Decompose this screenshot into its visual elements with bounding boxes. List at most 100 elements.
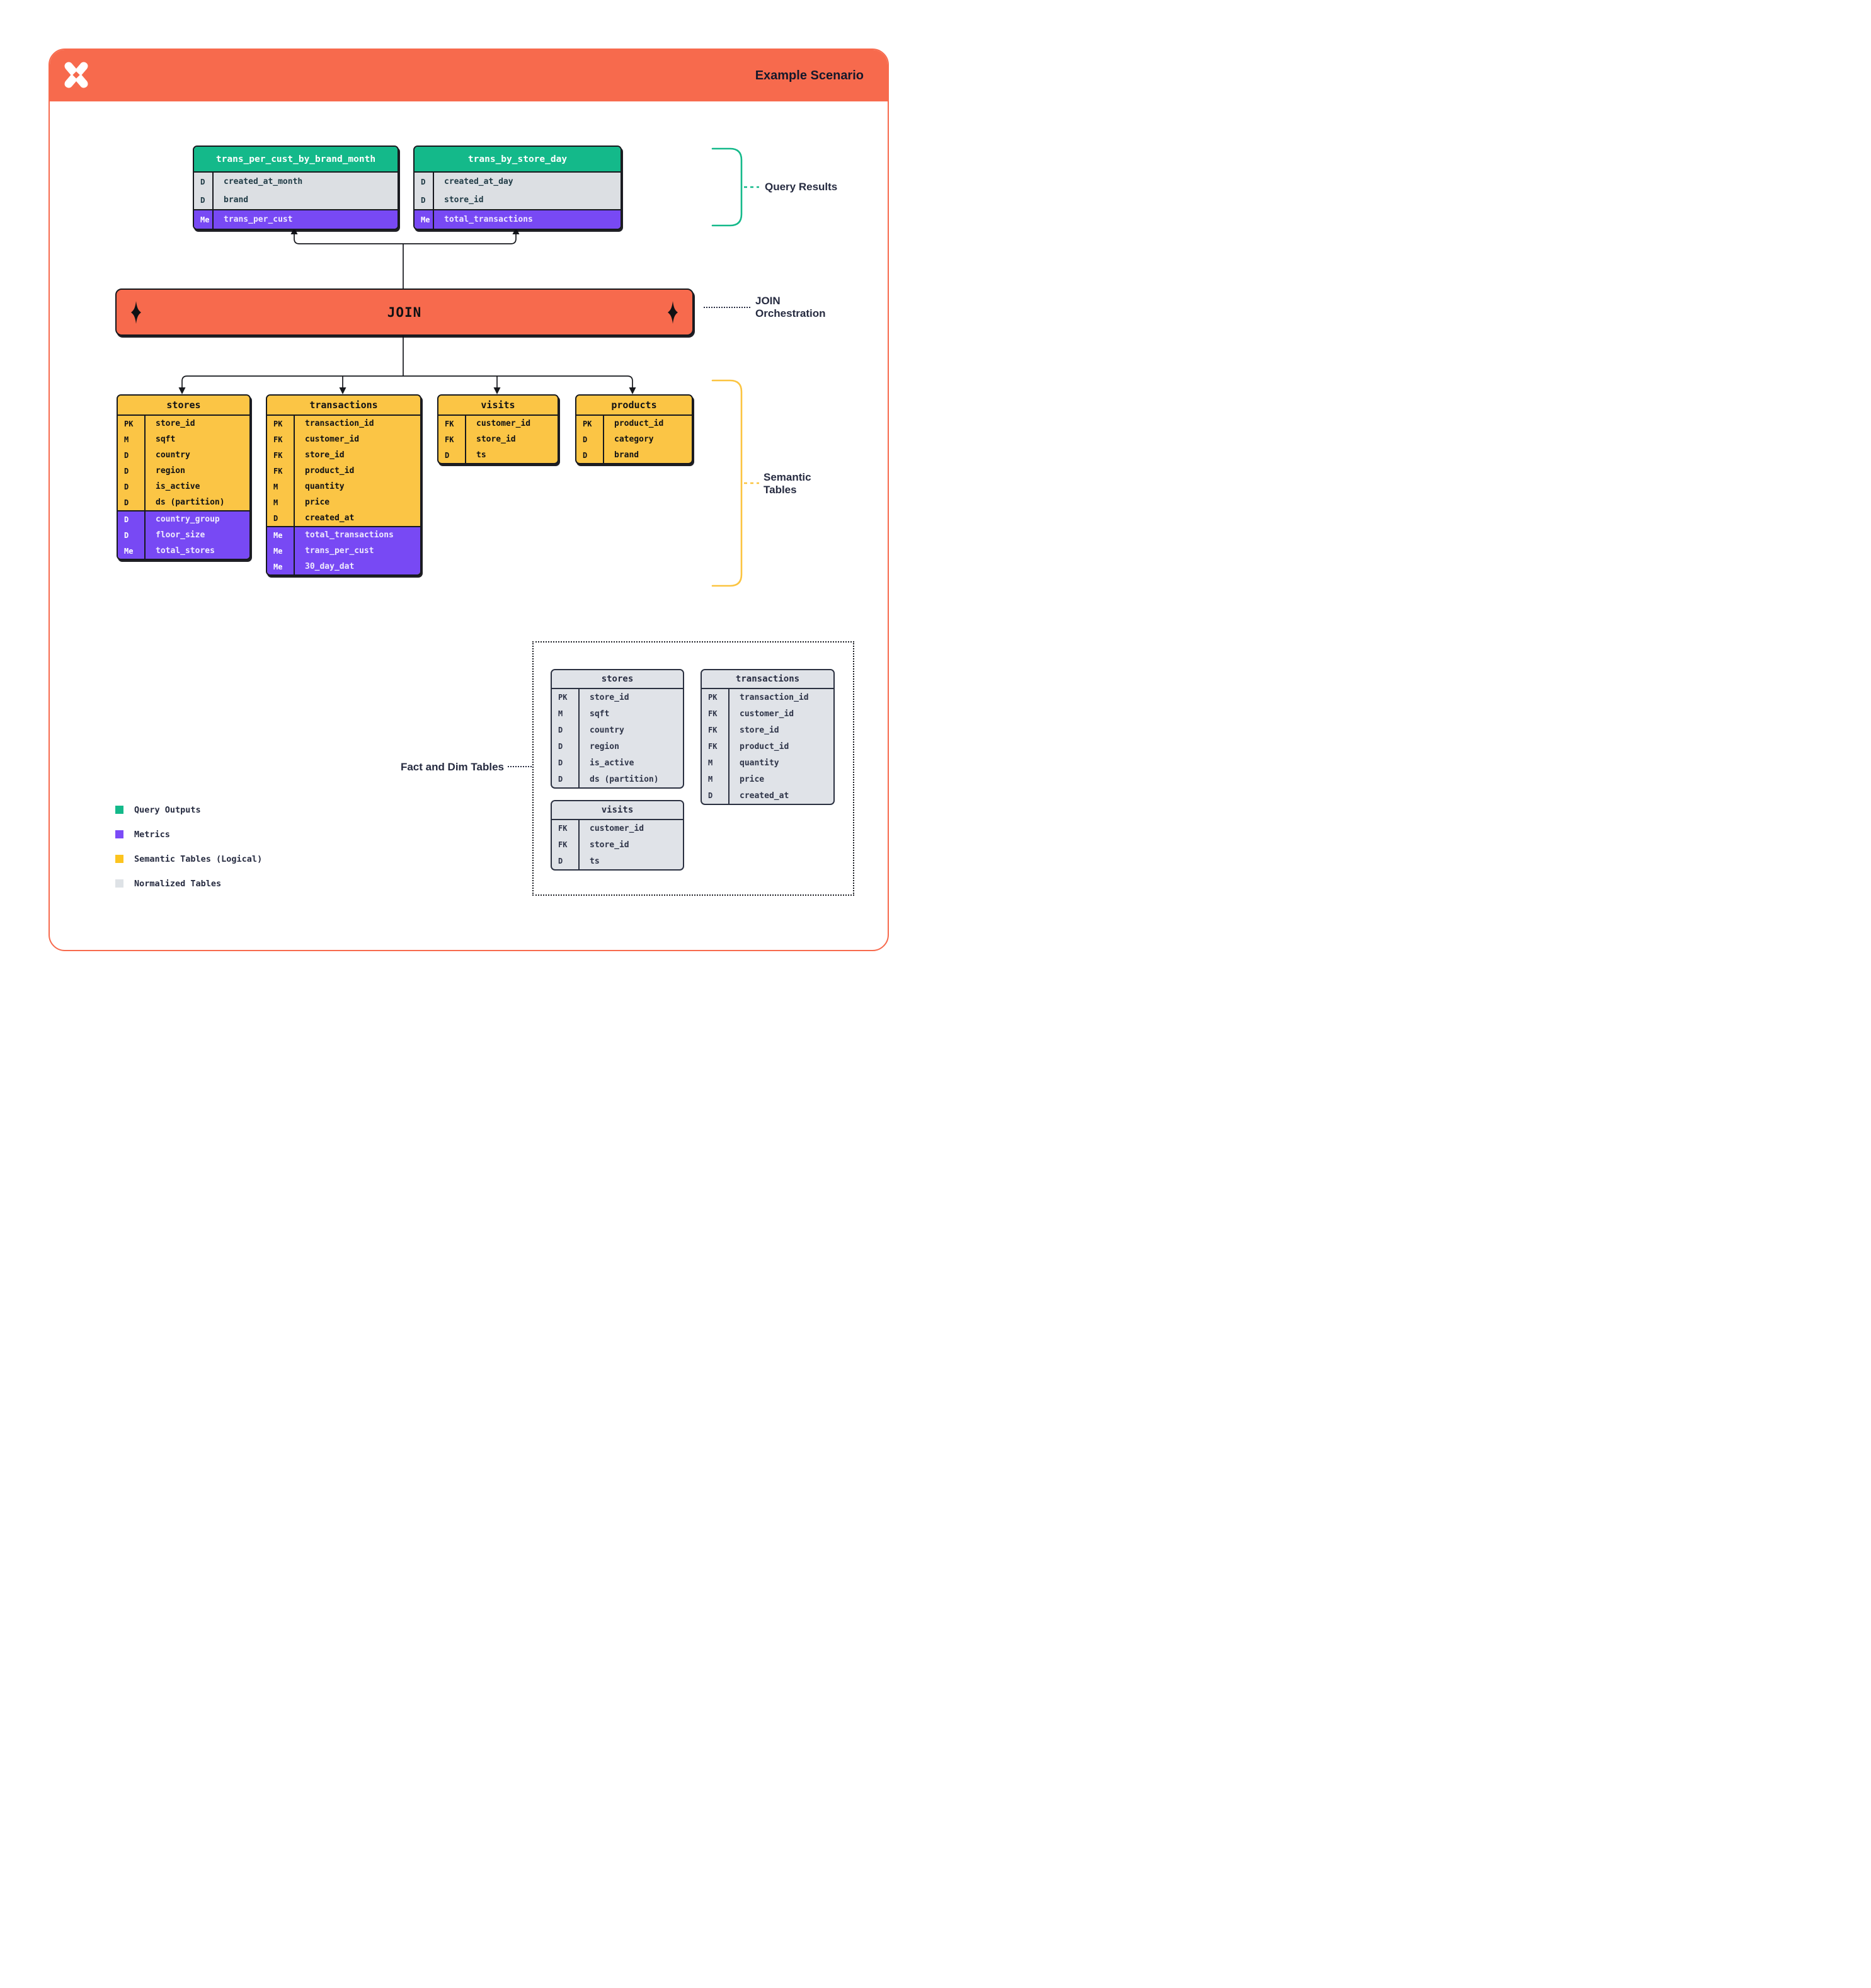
legend-swatch (115, 855, 123, 863)
join-orchestration-line2: Orchestration (755, 307, 826, 320)
table-title: trans_per_cust_by_brand_month (194, 147, 398, 173)
field-name: price (305, 498, 330, 507)
join-bar: JOIN (115, 288, 694, 336)
sparkle-diamond-icon (131, 300, 141, 324)
field-key: Me (118, 543, 146, 559)
field-key: D (438, 447, 466, 463)
field-key: D (576, 431, 604, 447)
field-name: total_transactions (305, 530, 394, 540)
legend-label: Metrics (134, 829, 170, 840)
field-key: M (267, 494, 295, 510)
field-key: D (552, 771, 580, 787)
field-name: sqft (590, 709, 610, 719)
field-key: PK (702, 689, 730, 706)
legend-item: Normalized Tables (115, 871, 262, 896)
join-label: JOIN (387, 304, 422, 320)
field-name: store_id (476, 435, 516, 444)
field-name: total_transactions (444, 215, 533, 224)
field-name: store_id (444, 195, 484, 205)
field-name: product_id (740, 741, 789, 751)
field-name: store_id (590, 840, 629, 850)
legend-label: Query Outputs (134, 804, 201, 815)
field-name: ds (partition) (590, 774, 659, 784)
field-name: brand (614, 450, 639, 460)
field-key: FK (267, 447, 295, 463)
field-key: D (552, 738, 580, 755)
field-key: FK (702, 722, 730, 738)
table-title: transactions (267, 396, 420, 416)
field-key: Me (267, 527, 295, 543)
field-key: D (118, 447, 146, 463)
table-title: transactions (702, 670, 833, 689)
field-name: store_id (590, 692, 629, 702)
field-key: D (118, 463, 146, 479)
field-key: D (552, 755, 580, 771)
field-name: ts (590, 856, 600, 866)
field-key: D (576, 447, 604, 463)
field-name: ds (partition) (156, 498, 225, 507)
semantic-tables-line1: Semantic (764, 471, 811, 483)
field-name: country_group (156, 515, 220, 524)
field-key: FK (267, 431, 295, 447)
field-name: customer_id (476, 419, 531, 428)
sparkle-diamond-icon (668, 300, 678, 324)
field-name: transaction_id (305, 419, 374, 428)
field-name: brand (224, 195, 249, 205)
field-name: customer_id (305, 435, 360, 444)
field-key: D (267, 510, 295, 526)
field-key: PK (267, 416, 295, 431)
field-name: is_active (590, 758, 634, 768)
legend-label: Normalized Tables (134, 878, 222, 889)
field-name: store_id (305, 450, 345, 460)
field-key: M (118, 431, 146, 447)
field-key: D (415, 173, 434, 191)
field-key: D (194, 191, 214, 209)
field-name: category (614, 435, 654, 444)
field-name: region (156, 466, 185, 476)
query-results-label: Query Results (765, 181, 838, 193)
field-key: FK (552, 837, 580, 853)
legend-item: Metrics (115, 822, 262, 847)
field-key: D (702, 787, 730, 804)
field-key: FK (438, 431, 466, 447)
field-key: M (552, 706, 580, 722)
field-name: quantity (305, 482, 345, 491)
legend-swatch (115, 806, 123, 814)
field-name: store_id (156, 419, 195, 428)
field-name: product_id (305, 466, 355, 476)
fact-dim-dotted-line (508, 766, 532, 767)
field-key: D (118, 494, 146, 510)
field-key: D (552, 722, 580, 738)
field-key: D (194, 173, 214, 191)
field-key: PK (576, 416, 604, 431)
field-key: FK (438, 416, 466, 431)
field-key: Me (267, 559, 295, 574)
field-name: country (590, 725, 624, 735)
field-name: created_at (305, 513, 355, 523)
join-orchestration-label: JOIN Orchestration (755, 295, 825, 321)
diagram-canvas: Example Scenario trans_per_cust_by_brand… (0, 0, 936, 994)
join-orchestration-dotted-line (704, 307, 750, 308)
field-name: product_id (614, 419, 664, 428)
field-name: price (740, 774, 765, 784)
field-key: D (118, 511, 146, 527)
field-key: PK (552, 689, 580, 706)
